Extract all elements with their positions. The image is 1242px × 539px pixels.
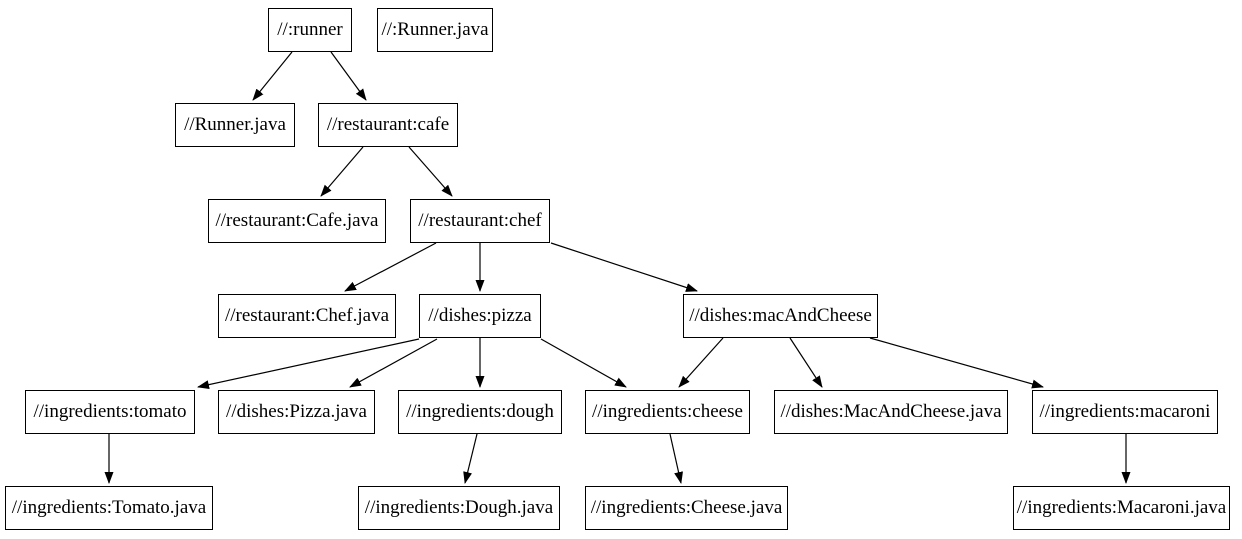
graph-node-dough-java: //ingredients:Dough.java <box>358 486 560 530</box>
graph-edge-dough--dough-java <box>463 433 478 484</box>
graph-edge-cafe--cafe-java <box>320 146 364 197</box>
node-label: //ingredients:Cheese.java <box>590 497 783 518</box>
node-label: //ingredients:Tomato.java <box>11 497 207 518</box>
node-label: //restaurant:Cafe.java <box>215 210 379 231</box>
node-label: //ingredients:macaroni <box>1039 401 1211 422</box>
graph-node-tomato-java: //ingredients:Tomato.java <box>5 486 213 530</box>
graph-edge-runner--runner-java <box>252 51 293 101</box>
graph-node-chef-java: //restaurant:Chef.java <box>218 294 396 338</box>
node-label: //ingredients:dough <box>406 401 554 422</box>
graph-node-runner: //:runner <box>268 8 352 52</box>
graph-node-macaroni-java: //ingredients:Macaroni.java <box>1013 486 1230 530</box>
graph-node-dough: //ingredients:dough <box>398 390 562 434</box>
node-label: //ingredients:Dough.java <box>364 497 554 518</box>
node-label: //ingredients:tomato <box>33 401 187 422</box>
graph-node-pizza: //dishes:pizza <box>419 294 541 338</box>
graph-edge-pizza--tomato <box>197 338 420 390</box>
node-label: //dishes:pizza <box>428 305 532 326</box>
node-label: //dishes:macAndCheese <box>689 305 872 326</box>
graph-node-tomato: //ingredients:tomato <box>25 390 195 434</box>
node-label: //restaurant:Chef.java <box>224 305 390 326</box>
graph-edge-chef--chef-java <box>344 242 437 292</box>
graph-edge-cheese--cheese-java <box>669 433 683 484</box>
node-label: //restaurant:chef <box>418 210 542 231</box>
graph-node-mac-and-cheese: //dishes:macAndCheese <box>683 294 878 338</box>
node-label: //ingredients:Macaroni.java <box>1016 497 1227 518</box>
graph-node-cafe-java: //restaurant:Cafe.java <box>208 199 386 243</box>
node-label: //ingredients:cheese <box>592 401 743 422</box>
node-label: //dishes:Pizza.java <box>226 401 367 422</box>
node-label: //:Runner.java <box>381 19 489 40</box>
graph-edge-pizza--pizza-java <box>349 338 438 388</box>
node-label: //:runner <box>277 19 343 40</box>
graph-edge-mac-and-cheese--macaroni <box>869 337 1044 389</box>
graph-node-pizza-java: //dishes:Pizza.java <box>218 390 375 434</box>
graph-edge-mac-and-cheese--mac-and-cheese-java <box>789 337 823 388</box>
graph-node-cheese: //ingredients:cheese <box>585 390 750 434</box>
graph-edge-mac-and-cheese--cheese <box>678 337 724 388</box>
node-label: //restaurant:cafe <box>326 114 450 135</box>
node-label: //dishes:MacAndCheese.java <box>780 401 1002 422</box>
graph-edges-group <box>104 51 1131 484</box>
graph-edge-runner--cafe <box>330 51 367 101</box>
graph-node-macaroni: //ingredients:macaroni <box>1032 390 1218 434</box>
graph-node-chef: //restaurant:chef <box>410 199 550 243</box>
graph-node-cheese-java: //ingredients:Cheese.java <box>585 486 788 530</box>
node-label: //Runner.java <box>184 114 286 135</box>
graph-edge-cafe--chef <box>408 146 453 197</box>
graph-node-runner-java: //Runner.java <box>175 103 295 147</box>
graph-edge-pizza--cheese <box>540 338 627 388</box>
graph-node-mac-and-cheese-java: //dishes:MacAndCheese.java <box>774 390 1008 434</box>
graph-node-runner-java-file: //:Runner.java <box>377 8 493 52</box>
graph-edge-chef--mac-and-cheese <box>550 242 698 292</box>
graph-node-cafe: //restaurant:cafe <box>318 103 458 147</box>
